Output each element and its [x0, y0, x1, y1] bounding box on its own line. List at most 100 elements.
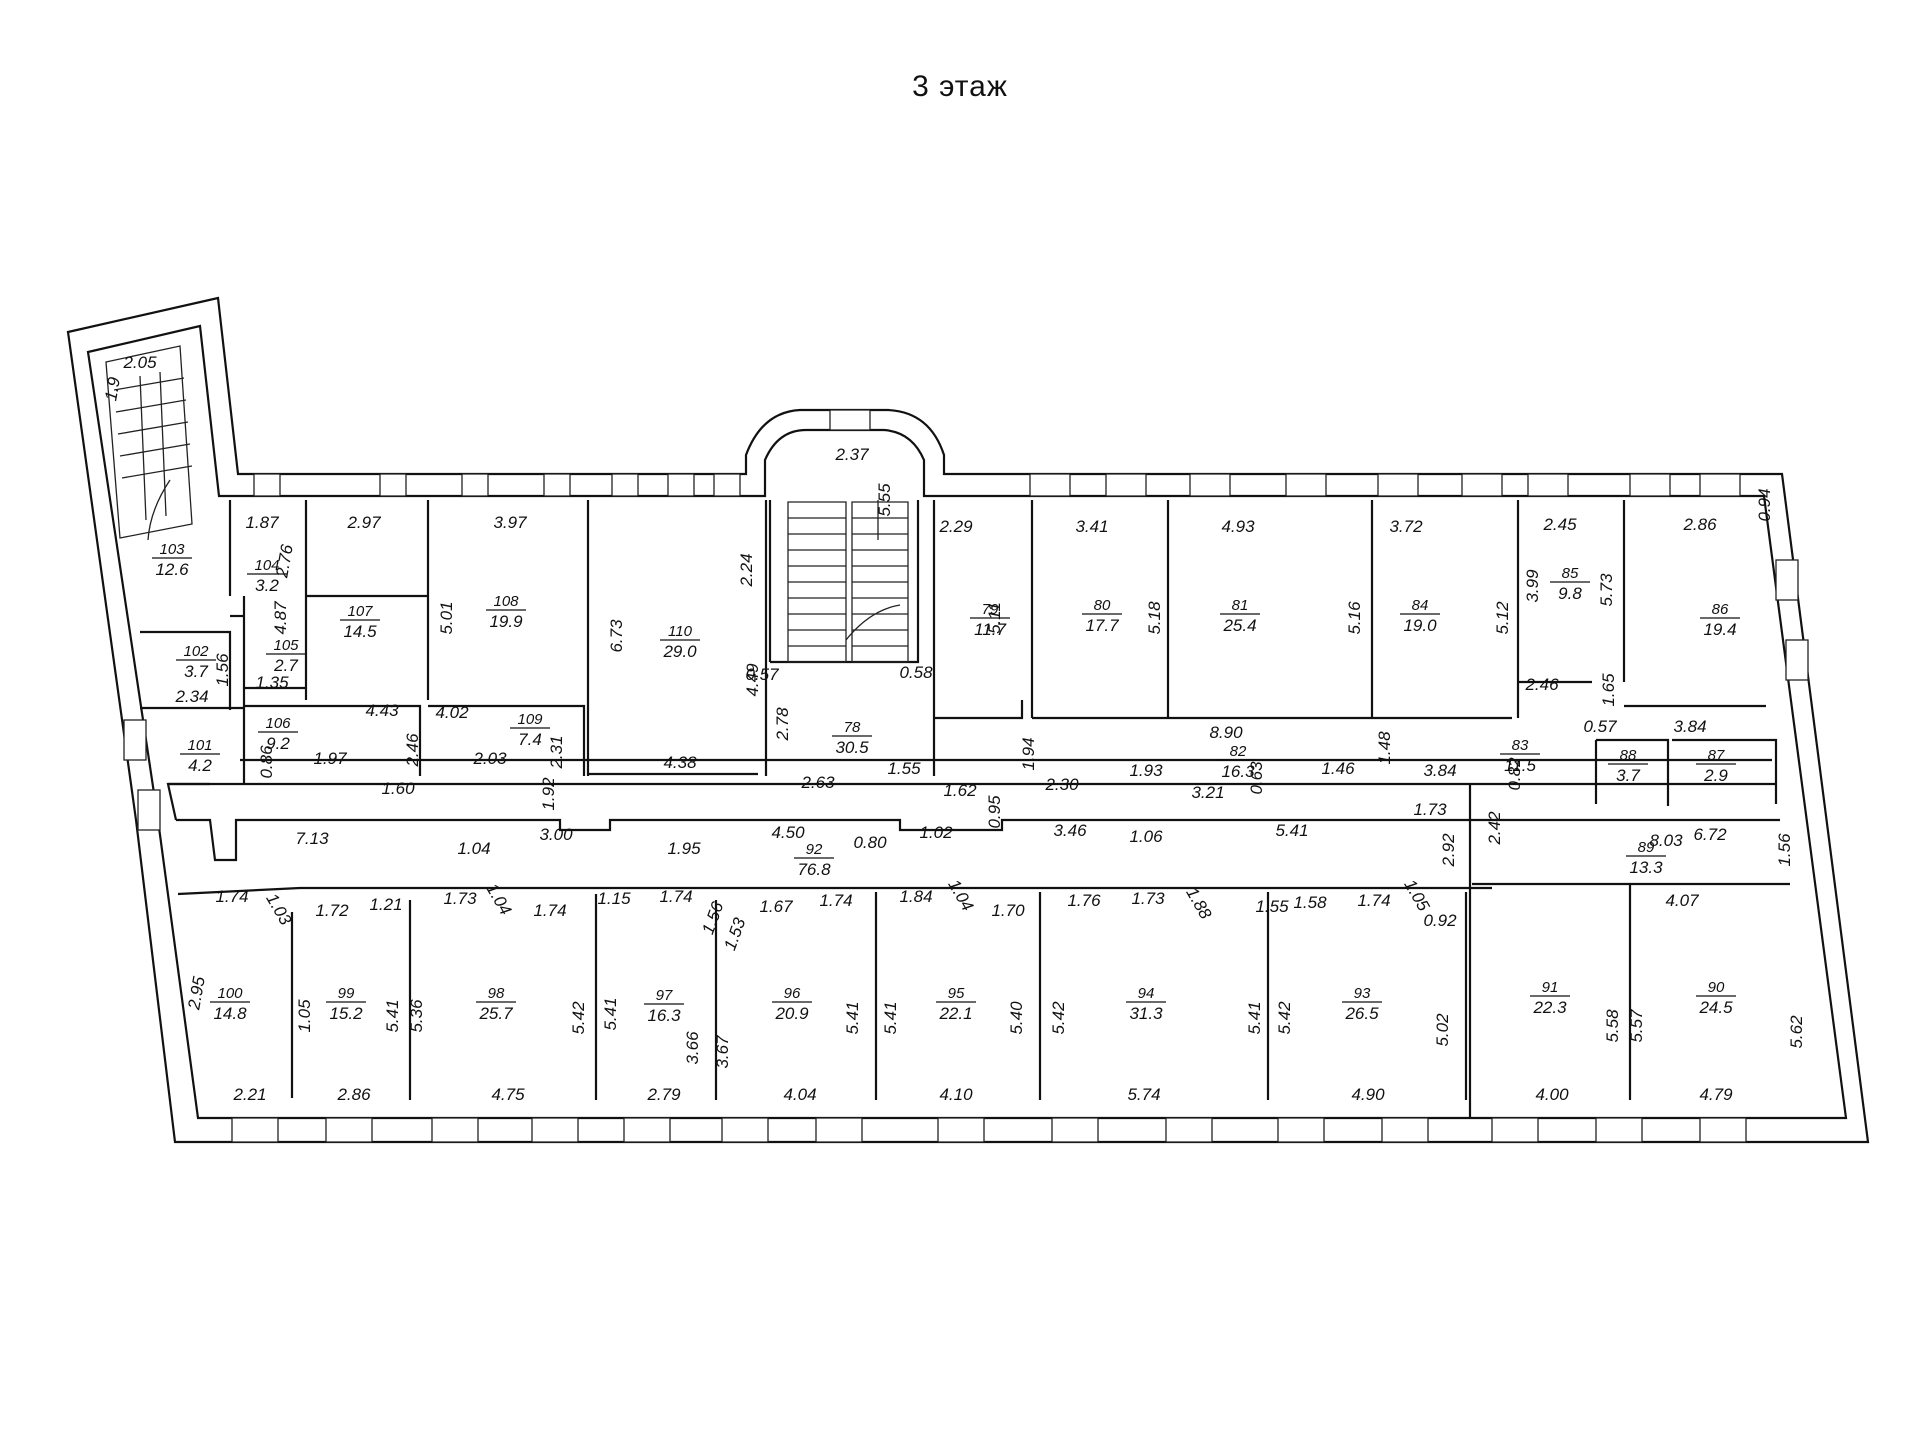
room-number: 95 [948, 985, 965, 1002]
dimension-label: 4.04 [783, 1085, 816, 1104]
dimension-label: 1.65 [1599, 673, 1618, 707]
dimension-label: 4.49 [743, 663, 762, 697]
room-area: 3.7 [1616, 766, 1640, 785]
dimension-label: 1.60 [381, 779, 415, 798]
room-number: 110 [668, 623, 693, 640]
room-area: 29.0 [662, 642, 697, 661]
dimension-label: 2.21 [232, 1085, 266, 1104]
dimension-label: 4.87 [271, 601, 290, 635]
room-number: 97 [656, 987, 673, 1004]
room-number: 102 [183, 643, 209, 660]
dimension-label: 5.57 [1627, 1009, 1646, 1043]
stairwell-west [105, 345, 193, 541]
dimension-label: 5.62 [1787, 1015, 1806, 1049]
room-87: 872.9 [1696, 747, 1736, 785]
dimension-label: 2.92 [1439, 833, 1458, 868]
dimension-label: 1.93 [1129, 761, 1163, 780]
room-number: 93 [1354, 985, 1371, 1002]
dimension-label: 2.30 [1044, 775, 1079, 794]
room-107: 107 14.5 [340, 603, 380, 641]
room-area: 25.7 [478, 1004, 513, 1023]
dimension-label: 5.41 [601, 997, 620, 1030]
dimension-label: 0.94 [1755, 488, 1774, 521]
dimension-label: 1.76 [1067, 891, 1101, 910]
dimension-label: 1.56 [1775, 833, 1794, 867]
dimension-label: 5.02 [1433, 1013, 1452, 1047]
dimension-label: 1.74 [533, 901, 566, 920]
dimension-label: 0.57 [745, 665, 779, 684]
dimension-label: 2.24 [737, 553, 756, 587]
dimension-label: 1.88 [1182, 884, 1215, 923]
dimension-label: 3.97 [493, 513, 527, 532]
room-area: 13.3 [1629, 858, 1663, 877]
room-85: 859.8 [1550, 565, 1590, 603]
dimension-label: 4.93 [1221, 517, 1255, 536]
room-number: 88 [1620, 747, 1637, 764]
stairwell-north [787, 500, 909, 663]
room-number: 107 [347, 603, 373, 620]
dimension-label: 3.46 [1053, 821, 1087, 840]
dimension-label: 5.58 [1603, 1009, 1622, 1043]
dimension-label: 2.79 [646, 1085, 681, 1104]
room-area: 9.2 [266, 734, 290, 753]
dimension-label: 0.63 [1247, 761, 1266, 795]
dimension-label: 2.86 [336, 1085, 371, 1104]
dimension-label: 5.73 [1597, 573, 1616, 607]
room-area: 14.5 [343, 622, 377, 641]
dimension-label: 1.55 [1255, 897, 1289, 916]
dimension-label: 5.16 [1345, 601, 1364, 635]
dimension-label: 1.74 [1357, 891, 1390, 910]
dimension-label: 1.84 [899, 887, 932, 906]
room-number: 96 [784, 985, 801, 1002]
room-number: 81 [1232, 597, 1249, 614]
dimension-label: 5.74 [1127, 1085, 1160, 1104]
dimension-label: 3.41 [1075, 517, 1108, 536]
dimension-label: 1.87 [245, 513, 279, 532]
dimension-label: 1.46 [1321, 759, 1355, 778]
dimension-label: 1.56 [213, 653, 232, 687]
room-number: 92 [806, 841, 823, 858]
dimension-label: 1.73 [1131, 889, 1165, 908]
room-area: 4.2 [188, 756, 212, 775]
dimension-label: 5.42 [569, 1001, 588, 1035]
room-area: 76.8 [797, 860, 831, 879]
room-number: 85 [1562, 565, 1579, 582]
dimension-label: 2.31 [547, 735, 566, 769]
dimension-label: 1.94 [1019, 737, 1038, 770]
dimension-label: 1.05 [295, 999, 314, 1033]
room-area: 16.3 [647, 1006, 681, 1025]
walls [66, 296, 1870, 1144]
room-area: 17.7 [1085, 616, 1119, 635]
dimension-label: 5.11 [985, 602, 1004, 634]
dimension-label: 1.62 [943, 781, 977, 800]
dimension-label: 6.72 [1693, 825, 1727, 844]
dimension-label: 1.03 [262, 890, 295, 929]
dimension-label: 1.73 [443, 889, 477, 908]
dimension-label: 1.58 [1293, 893, 1327, 912]
dimension-label: 5.12 [1493, 601, 1512, 635]
dimension-label: 1.04 [944, 876, 977, 914]
dimension-label: 3.84 [1423, 761, 1456, 780]
windows [123, 409, 1809, 1143]
dimension-label: 1.56 [698, 899, 727, 937]
dimension-label: 2.46 [403, 733, 422, 768]
dimension-label: 2.37 [834, 445, 869, 464]
room-number: 80 [1094, 597, 1111, 614]
dimension-label: 5.01 [437, 601, 456, 634]
room-number: 103 [159, 541, 185, 558]
dimension-label: 3.21 [1191, 783, 1224, 802]
